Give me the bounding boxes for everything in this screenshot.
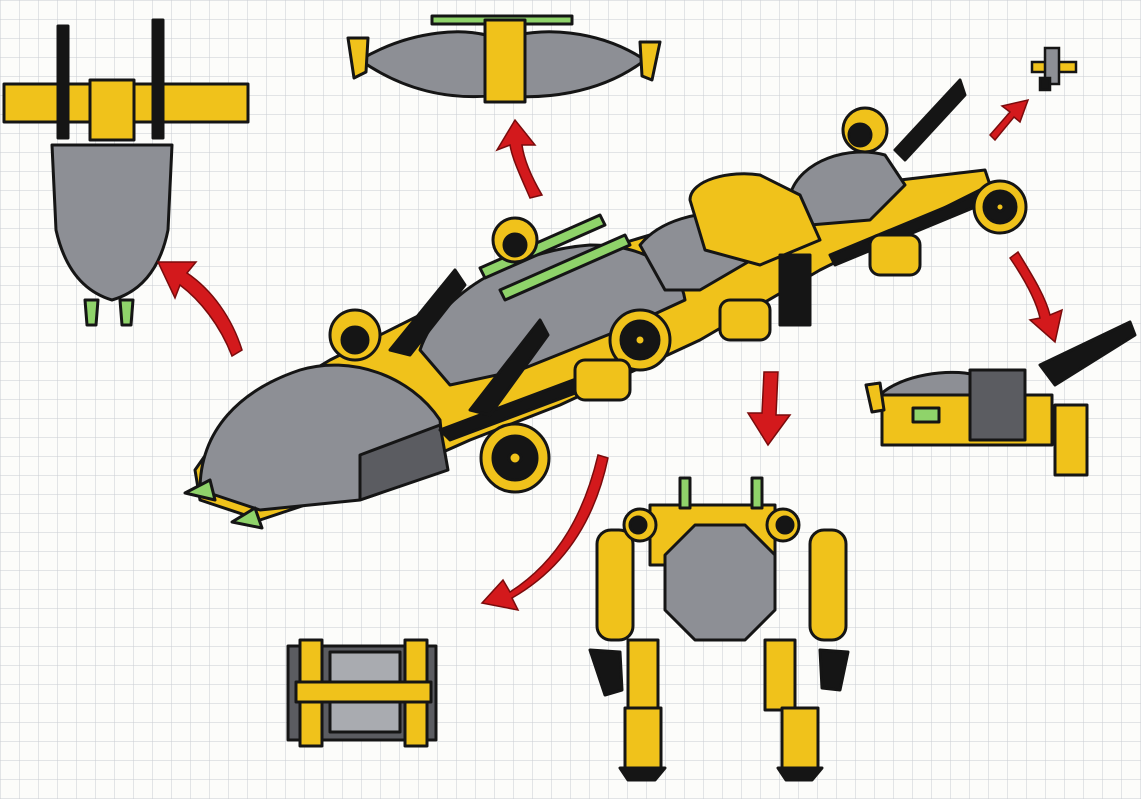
module-top-view <box>2 18 250 327</box>
main-spaceship <box>183 78 1028 530</box>
arrow-down-right-icon <box>1008 250 1064 344</box>
ship-nose-tip-1 <box>183 478 217 502</box>
ship-engine-mid <box>608 308 672 372</box>
ship-nose-tip-2 <box>230 506 264 530</box>
ship-engine-rear <box>972 179 1028 235</box>
arrow-up-icon <box>495 118 544 199</box>
ship-vent-1 <box>573 358 632 402</box>
ship-rear-armor <box>688 172 822 267</box>
arrow-down-left-icon <box>480 454 609 612</box>
ship-tread <box>778 253 812 327</box>
robot-chest-shield <box>663 523 777 642</box>
ship-rear-dome <box>788 150 907 227</box>
module-side-view <box>864 320 1137 477</box>
ship-fin-rear <box>893 78 967 162</box>
arrow-up-right-icon <box>988 98 1030 142</box>
ship-engine-front <box>479 422 551 494</box>
ship-pipe-2 <box>498 233 632 302</box>
module-top-body <box>50 143 174 302</box>
ship-vent-3 <box>868 233 922 277</box>
ship-fin-front <box>388 268 467 357</box>
ship-pod-2 <box>491 216 539 264</box>
arrow-down-icon <box>746 371 792 447</box>
module-drone <box>1030 46 1078 92</box>
module-cargo-crate <box>286 638 438 748</box>
ship-fin-mid <box>468 318 550 417</box>
module-front-view <box>346 14 662 104</box>
module-robot <box>588 476 850 782</box>
ship-pod-1 <box>328 308 382 362</box>
ship-pod-3 <box>841 106 889 154</box>
ship-nose-dark <box>358 423 450 502</box>
transform-arrows <box>156 98 1064 612</box>
ship-vent-2 <box>718 298 772 342</box>
arrow-left-up-icon <box>156 261 243 358</box>
